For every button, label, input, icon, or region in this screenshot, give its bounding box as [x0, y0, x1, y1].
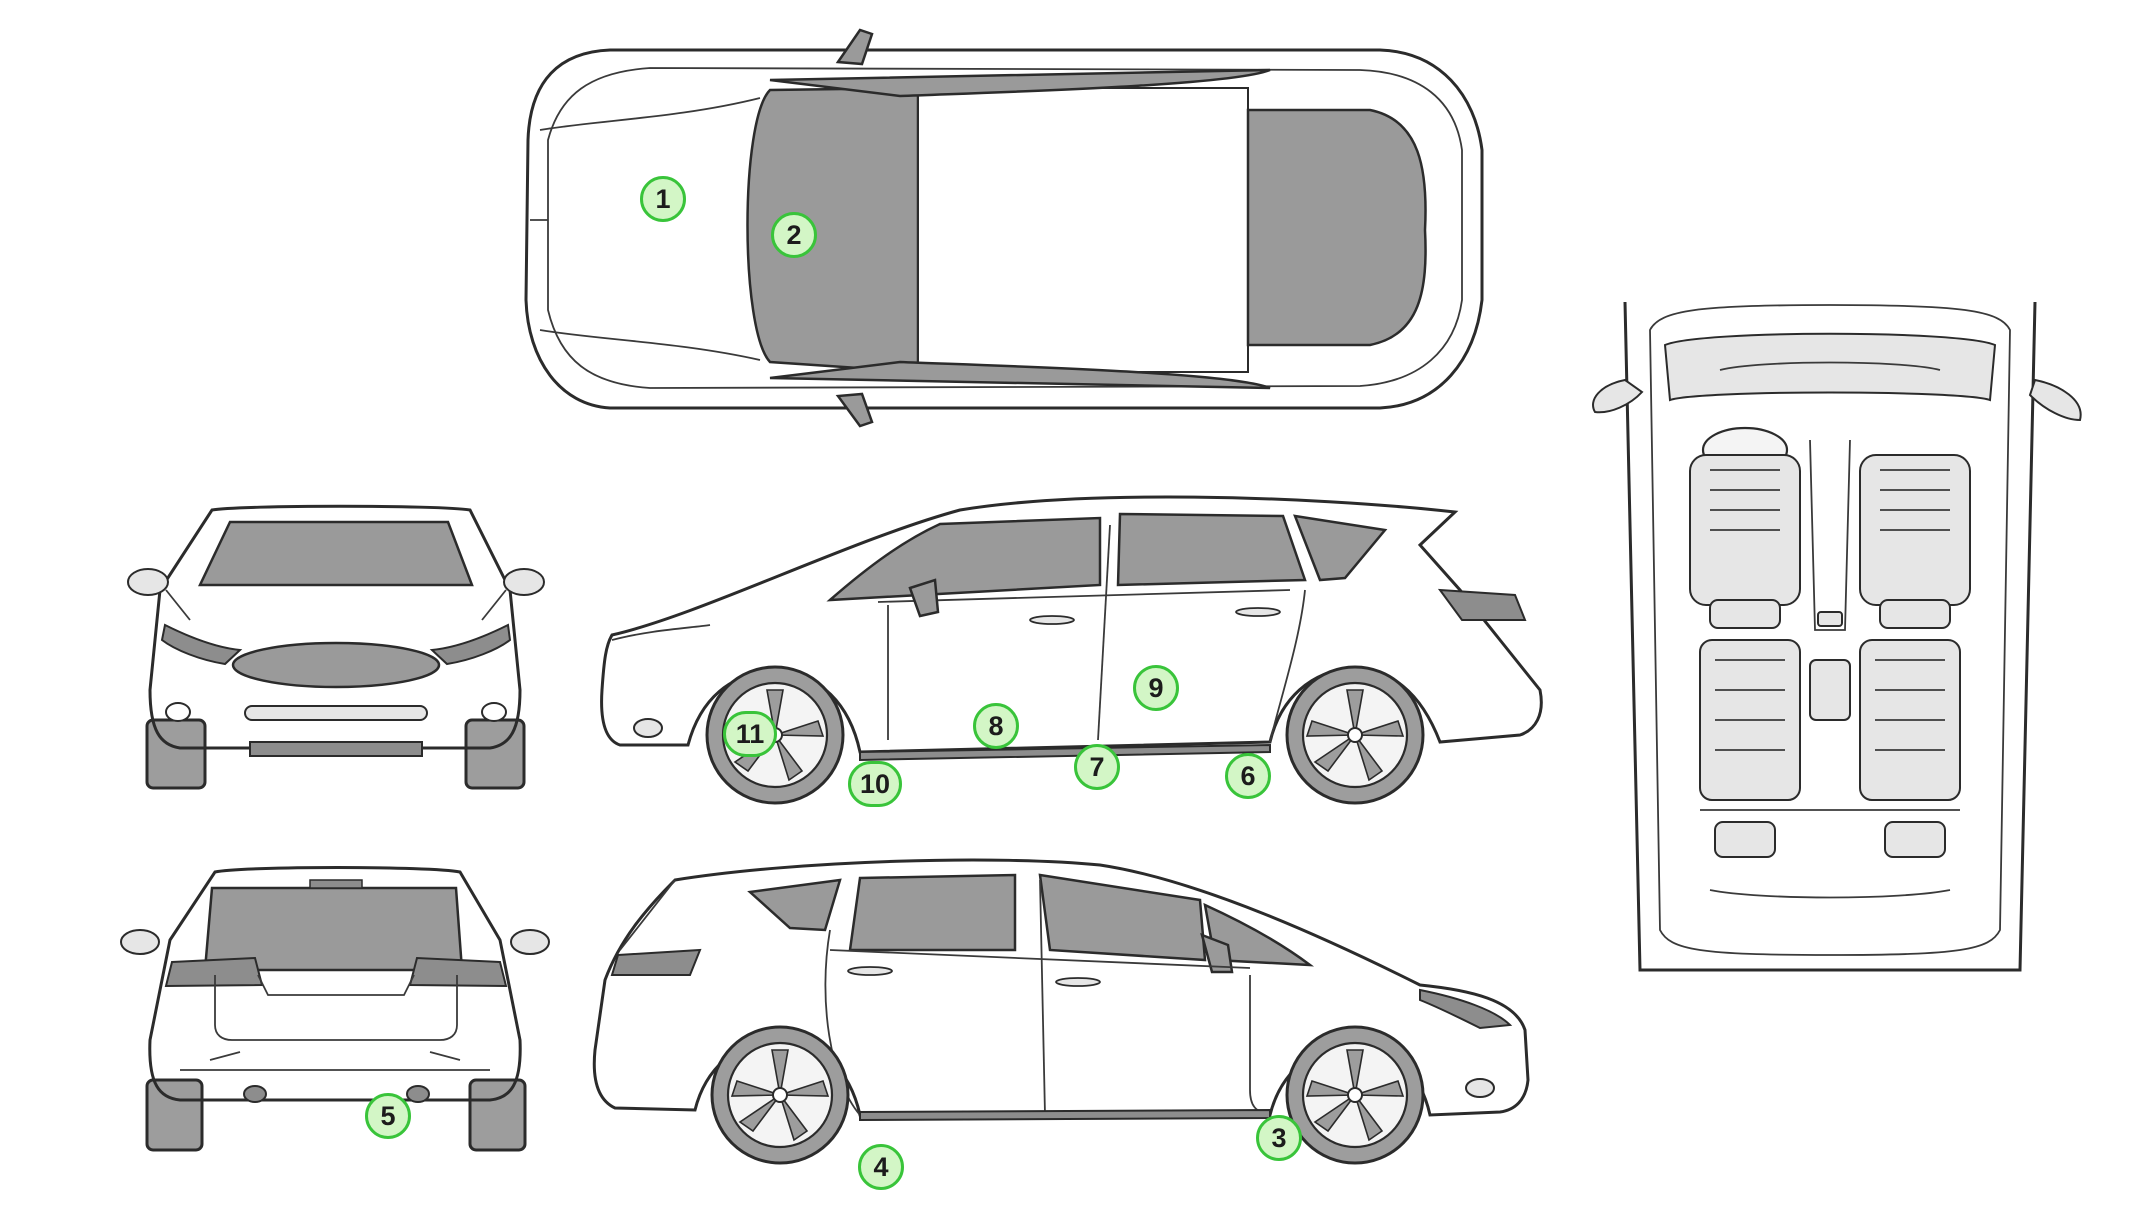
- damage-marker-11[interactable]: 11: [723, 711, 777, 757]
- damage-marker-10[interactable]: 10: [848, 761, 902, 807]
- damage-marker-2[interactable]: 2: [771, 212, 817, 258]
- right-rear-wheel: [710, 1025, 850, 1165]
- damage-marker-6[interactable]: 6: [1225, 753, 1271, 799]
- rear-view: [120, 866, 550, 1152]
- left-front-window: [826, 516, 1102, 602]
- interior-view: [1592, 301, 2082, 972]
- damage-marker-8[interactable]: 8: [973, 703, 1019, 749]
- damage-marker-7[interactable]: 7: [1074, 744, 1120, 790]
- top-view: [524, 28, 1484, 428]
- left-quarter-window: [1293, 514, 1388, 582]
- right-rear-door-window: [848, 873, 1017, 952]
- damage-marker-9[interactable]: 9: [1133, 665, 1179, 711]
- right-front-wheel: [1285, 1025, 1425, 1165]
- front-grille: [231, 641, 441, 689]
- left-mirror-top: [835, 28, 874, 66]
- damage-marker-3[interactable]: 3: [1256, 1115, 1302, 1161]
- damage-marker-1[interactable]: 1: [640, 176, 686, 222]
- left-rear-door-window: [1116, 512, 1307, 587]
- damage-marker-5[interactable]: 5: [365, 1093, 411, 1139]
- right-quarter-window: [747, 878, 842, 932]
- rear-window: [1246, 108, 1427, 347]
- right-side-view: [592, 858, 1530, 1165]
- windshield: [746, 86, 920, 374]
- front-view: [127, 504, 545, 790]
- left-rear-wheel: [1285, 665, 1425, 805]
- left-front-wheel: [705, 665, 845, 805]
- left-side-view: [600, 495, 1543, 805]
- damage-marker-4[interactable]: 4: [858, 1144, 904, 1190]
- right-mirror-top: [835, 392, 874, 428]
- right-front-door-window: [1038, 873, 1207, 962]
- front-windshield: [198, 520, 474, 587]
